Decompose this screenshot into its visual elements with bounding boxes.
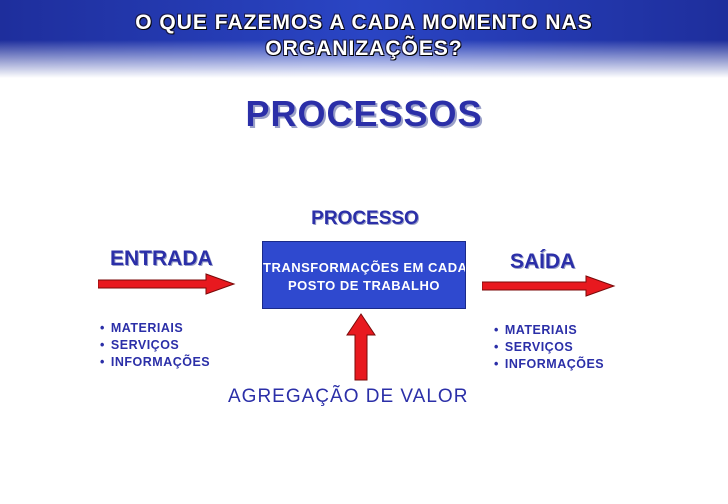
process-box-line-2: POSTO DE TRABALHO [288,278,440,293]
input-label: ENTRADA [110,247,213,270]
list-item: MATERIAIS [100,320,210,337]
output-label: SAÍDA [510,250,576,273]
list-item: MATERIAIS [494,322,604,339]
list-item: SERVIÇOS [100,337,210,354]
list-item: INFORMAÇÕES [100,354,210,371]
output-items-list: MATERIAIS SERVIÇOS INFORMAÇÕES [494,322,604,373]
list-item: INFORMAÇÕES [494,356,604,373]
value-added-label: AGREGAÇÃO DE VALOR [228,386,469,407]
value-up-arrow-icon [346,313,376,381]
input-arrow-icon [98,273,236,295]
process-label: PROCESSO [311,208,419,229]
slide-question-title: O QUE FAZEMOS A CADA MOMENTO NAS ORGANIZ… [135,11,593,60]
list-item: SERVIÇOS [494,339,604,356]
process-box-line-1: TRANSFORMAÇÕES EM CADA [263,260,466,275]
input-items-list: MATERIAIS SERVIÇOS INFORMAÇÕES [100,320,210,371]
main-title: PROCESSOS [245,93,483,134]
process-box: TRANSFORMAÇÕES EM CADA POSTO DE TRABALHO [262,241,466,309]
header-fade [0,40,728,78]
output-arrow-icon [482,275,616,297]
header-banner: O QUE FAZEMOS A CADA MOMENTO NAS ORGANIZ… [0,0,728,78]
